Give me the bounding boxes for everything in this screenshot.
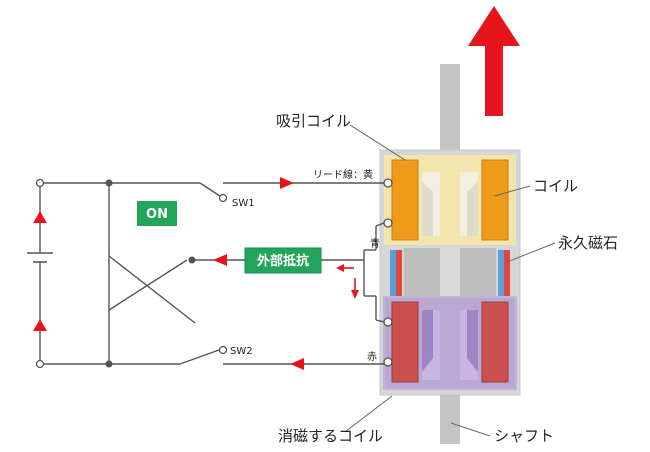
upper-right-coil (481, 159, 509, 241)
upper-left-coil (391, 159, 419, 241)
terminal-blue-bottom (383, 317, 393, 327)
sw1-contact (218, 193, 228, 203)
sw2-label: SW2 (230, 346, 253, 357)
pull-coil-label: 吸引コイル (276, 112, 351, 130)
circuit-wires (39, 182, 385, 365)
motion-direction-arrow (468, 6, 520, 116)
on-label: ON (146, 207, 168, 222)
leader-lines (344, 124, 556, 437)
red-lead-label: 赤 (367, 351, 377, 363)
small-arrow-left (336, 264, 354, 272)
sw2-contact (218, 345, 228, 355)
on-indicator: ON (137, 201, 177, 226)
sw1-label: SW1 (232, 198, 255, 209)
plunger (422, 172, 478, 380)
permanent-magnet-label: 永久磁石 (558, 234, 618, 252)
current-arrows (33, 177, 359, 370)
coil-label: コイル (533, 177, 578, 195)
demag-coil-label: 消磁するコイル (278, 427, 383, 445)
small-arrow-down (351, 278, 359, 299)
lower-right-coil (481, 301, 509, 383)
circuit-nodes (35, 178, 228, 369)
external-resistor: 外部抵抗 (244, 247, 322, 274)
shaft-label: シャフト (494, 427, 554, 445)
blue-lead-label: 青 (370, 237, 380, 250)
terminal-blue-top (383, 218, 393, 228)
terminal-red (383, 357, 393, 367)
lower-left-coil (391, 301, 419, 383)
solenoid-body (379, 149, 521, 396)
lead-yellow-label: リード線：黄 (313, 168, 373, 181)
terminal-yellow (383, 178, 393, 188)
external-resistor-label: 外部抵抗 (256, 253, 309, 269)
battery (27, 252, 53, 263)
permanent-magnet (390, 250, 510, 296)
